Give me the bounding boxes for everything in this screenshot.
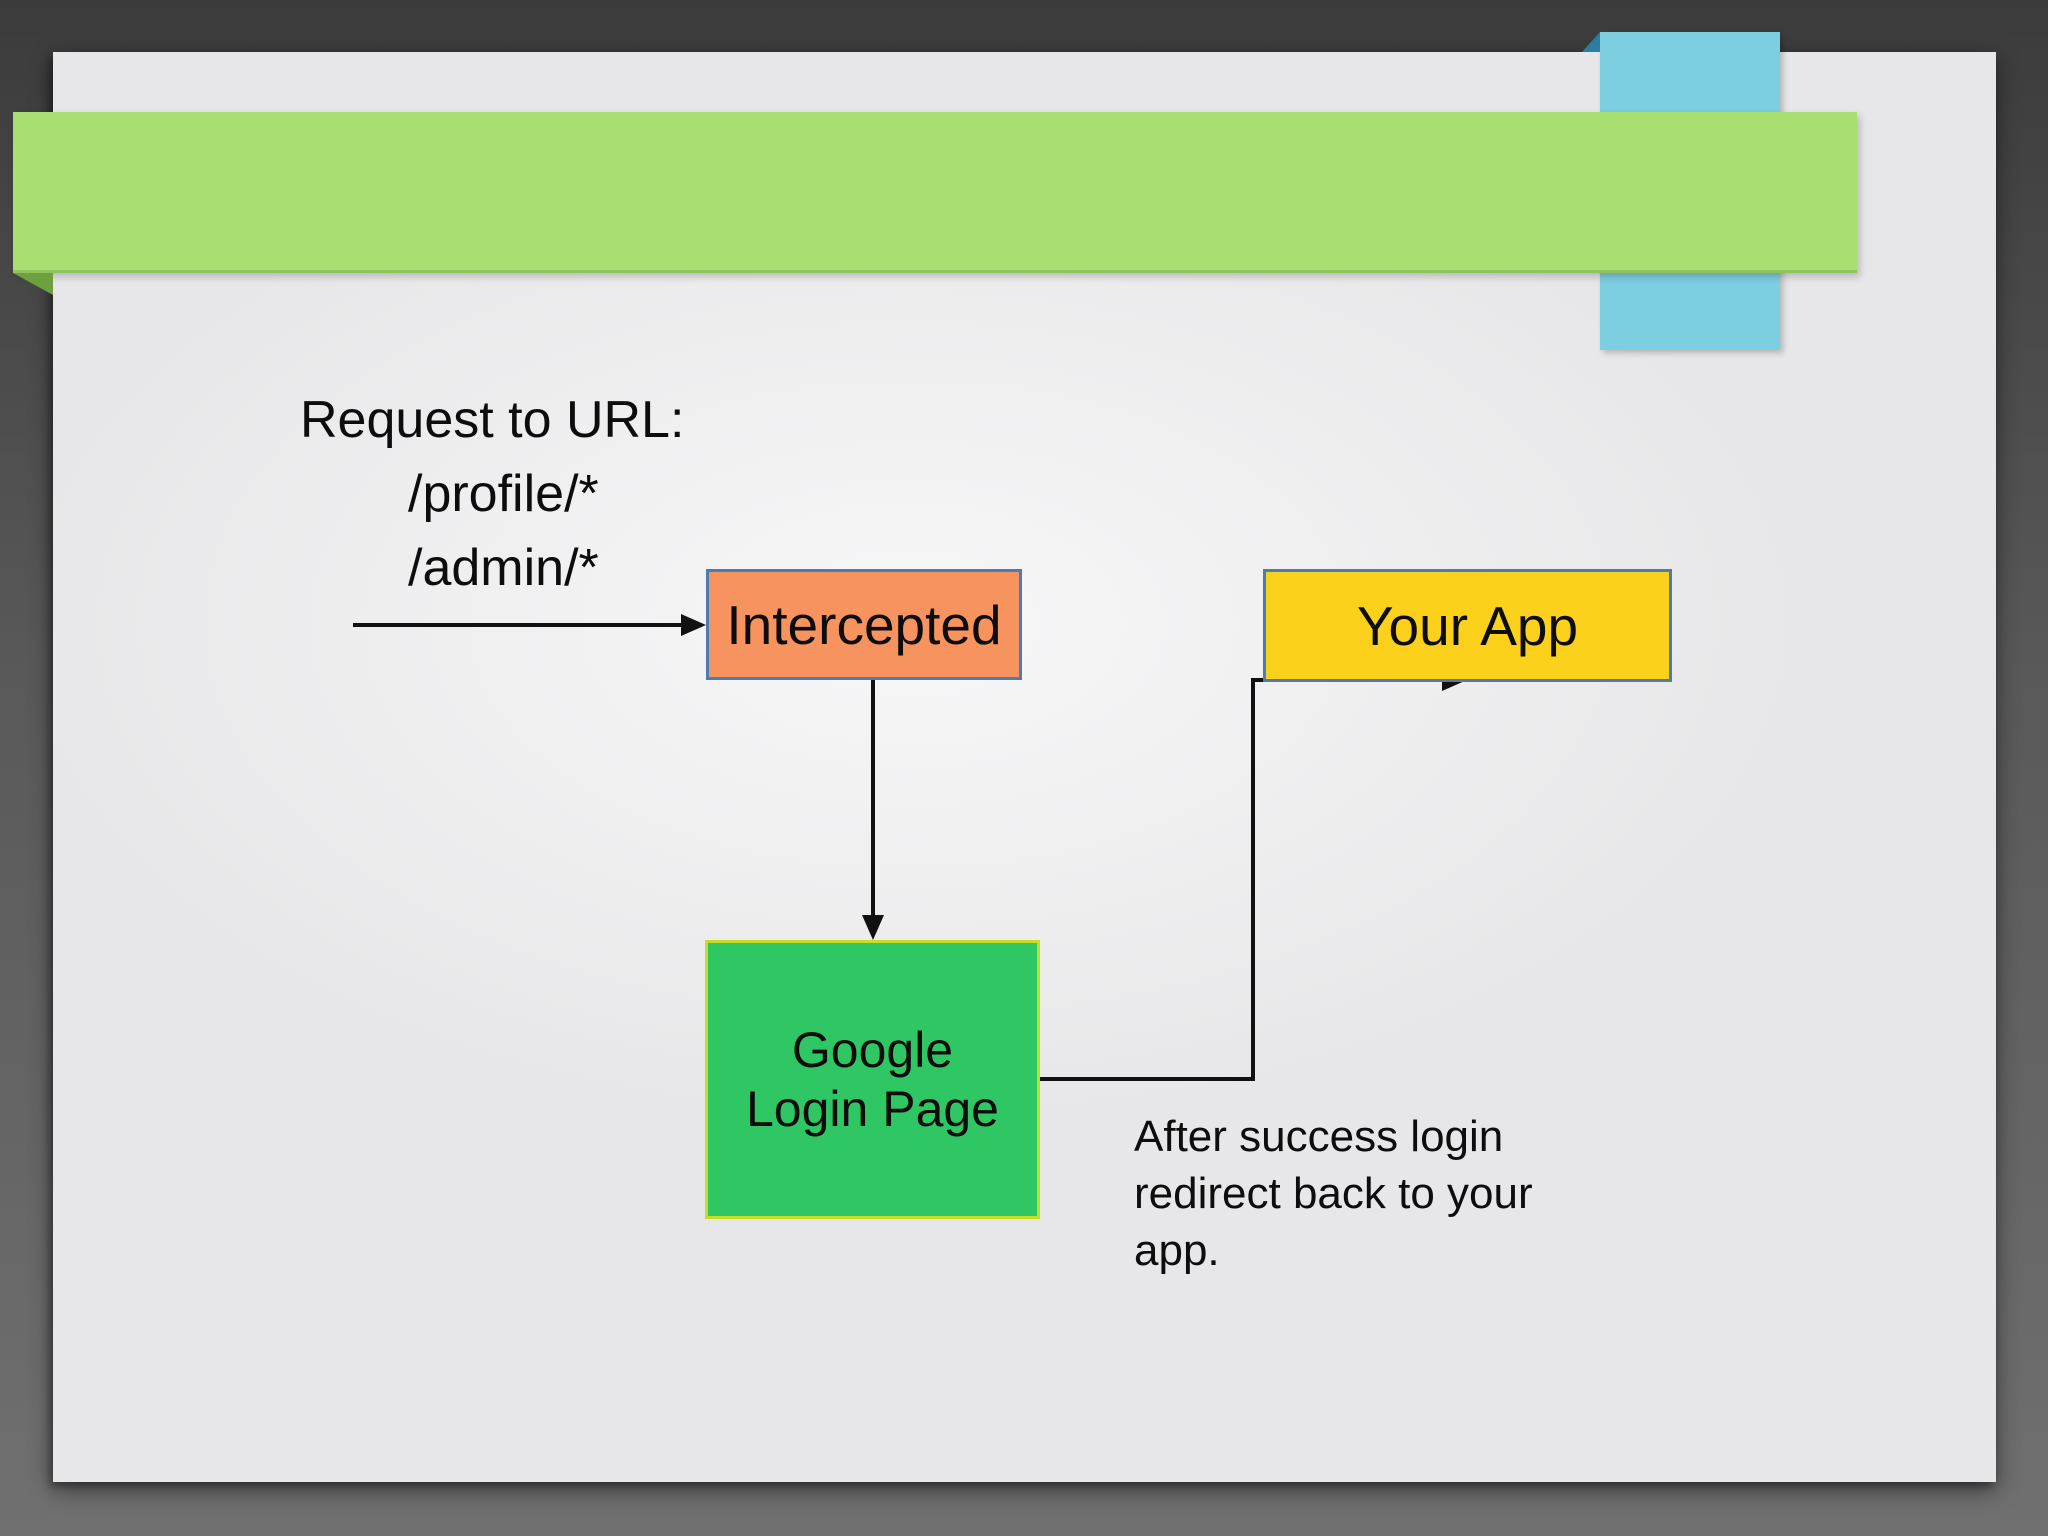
caption-line: After success login (1134, 1112, 1504, 1161)
google-login-label-line2: Login Page (745, 1080, 999, 1137)
request-url-line: Request to URL: (300, 391, 685, 449)
url-pattern-profile: /profile/* (408, 465, 599, 523)
caption-line: app. (1134, 1226, 1220, 1275)
connector-vertical (1251, 680, 1255, 1081)
title-banner-decoration (13, 112, 1857, 273)
url-pattern-admin: /admin/* (408, 539, 599, 597)
your-app-label: Your App (1356, 594, 1579, 657)
arrowhead-down-icon (862, 915, 884, 940)
caption-line: redirect back to your (1134, 1169, 1533, 1218)
google-login-box: Google Login Page (705, 940, 1040, 1219)
arrowhead-right-icon (681, 614, 706, 636)
intercepted-label: Intercepted (726, 593, 1002, 656)
arrow-request-to-intercepted (353, 623, 684, 627)
intercepted-box: Intercepted (706, 569, 1022, 680)
redirect-caption-text: After success login redirect back to you… (1134, 1108, 1533, 1279)
request-url-text: Request to URL: /profile/* /admin/* (300, 383, 684, 605)
google-login-label-line1: Google (791, 1021, 954, 1078)
connector-google-horizontal (1040, 1077, 1255, 1081)
your-app-box: Your App (1263, 569, 1672, 682)
arrow-intercepted-to-google (871, 680, 875, 918)
